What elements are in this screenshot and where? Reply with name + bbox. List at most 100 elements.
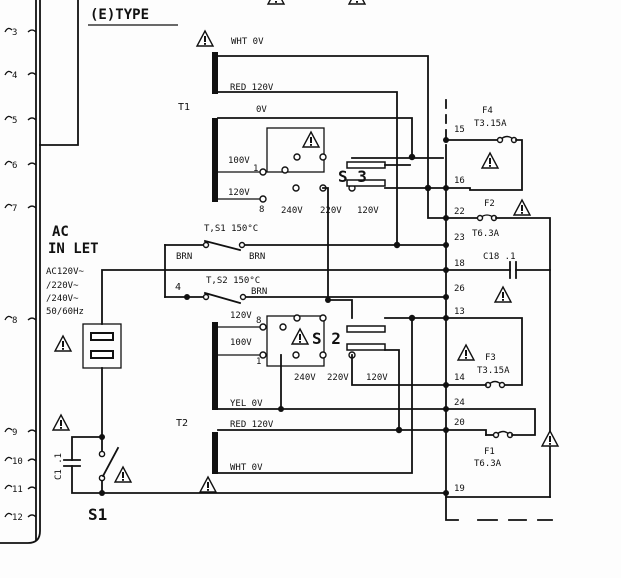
svg-text:T3.15A: T3.15A	[477, 366, 510, 376]
svg-text:/220V~: /220V~	[46, 281, 79, 291]
warning-icon	[199, 476, 217, 493]
warning-icon	[291, 328, 309, 345]
capacitor-c1: C1 .1	[52, 414, 103, 494]
warning-icon	[52, 414, 70, 431]
warning-icon	[457, 344, 475, 361]
svg-text:0V: 0V	[256, 105, 267, 115]
svg-text:50/60Hz: 50/60Hz	[46, 307, 84, 317]
svg-text:/240V~: /240V~	[46, 294, 79, 304]
connector-pin: 4	[4, 70, 37, 81]
svg-text:15: 15	[454, 125, 465, 135]
svg-text:120V: 120V	[230, 311, 252, 321]
connector-pin: 7	[4, 203, 37, 214]
svg-text:WHT 0V: WHT 0V	[230, 463, 263, 473]
warning-icon	[541, 430, 559, 447]
connector-pin: 5	[4, 115, 37, 126]
t2-white-wire	[217, 317, 413, 474]
connector-pin: 11	[4, 484, 37, 495]
connector-pin: 9	[4, 427, 37, 438]
svg-text:19: 19	[454, 484, 465, 494]
selector-s2: S 2 240V 220V 120V	[266, 314, 388, 383]
warning-icon	[513, 199, 531, 216]
svg-text:120V: 120V	[357, 206, 379, 216]
svg-text:220V: 220V	[320, 206, 342, 216]
svg-text:BRN: BRN	[249, 252, 265, 262]
fuse-f2: F2 T6.3A	[427, 187, 551, 498]
s2-link-c	[384, 349, 400, 431]
inlet-line-top	[101, 269, 447, 325]
svg-text:1: 1	[253, 164, 258, 174]
svg-text:F4: F4	[482, 106, 493, 116]
capacitor-c18: C18 .1	[445, 252, 551, 303]
connector-pin: 6	[4, 160, 37, 171]
s3-frame	[266, 127, 325, 173]
svg-text:F2: F2	[484, 199, 495, 209]
t2-core-upper	[212, 322, 218, 410]
svg-text:220V: 220V	[327, 373, 349, 383]
warning-icon	[54, 335, 72, 352]
fuse-f4: F4 T3.15A	[445, 106, 523, 191]
svg-text:8: 8	[259, 205, 264, 215]
svg-text:C18 .1: C18 .1	[483, 252, 516, 262]
svg-text:BRN: BRN	[176, 252, 192, 262]
t2-core-lower	[212, 432, 218, 474]
warning-icon	[302, 131, 320, 148]
fuse-f3: F3 T3.15A	[445, 317, 523, 389]
svg-text:10: 10	[12, 457, 23, 467]
svg-text:13: 13	[454, 307, 465, 317]
svg-text:5: 5	[12, 116, 17, 126]
transformer-t1: WHT 0V RED 120V T1 0V 100V 1 120V 8	[178, 30, 274, 215]
svg-text:240V: 240V	[294, 373, 316, 383]
svg-text:AC120V~: AC120V~	[46, 267, 85, 277]
s3-link-c	[322, 187, 329, 301]
svg-text:T6.3A: T6.3A	[472, 229, 500, 239]
wire-pin6	[39, 0, 79, 146]
svg-text:BRN: BRN	[251, 287, 267, 297]
warning-icon	[196, 30, 214, 47]
svg-text:T2: T2	[176, 418, 188, 429]
svg-text:S1: S1	[88, 505, 107, 524]
thermal-switch-ts1: T,S1 150°C BRN BRN	[164, 224, 447, 262]
svg-text:240V: 240V	[281, 206, 303, 216]
svg-text:S 3: S 3	[338, 167, 367, 186]
power-switch-s1: S1	[88, 434, 132, 524]
svg-text:100V: 100V	[228, 156, 250, 166]
svg-text:IN LET: IN LET	[48, 241, 99, 257]
svg-text:T1: T1	[178, 102, 190, 113]
svg-text:4: 4	[175, 282, 181, 293]
terminal-strip	[445, 99, 459, 521]
transformer-t2: 120V 8 100V 1 YEL 0V T2 RED 120V WHT 0V	[176, 311, 274, 493]
svg-text:22: 22	[454, 207, 465, 217]
svg-text:24: 24	[454, 398, 465, 408]
svg-text:100V: 100V	[230, 338, 252, 348]
svg-text:14: 14	[454, 373, 465, 383]
svg-text:T,S1 150°C: T,S1 150°C	[204, 224, 258, 234]
t1-white-wire	[217, 55, 429, 189]
svg-text:7: 7	[12, 204, 17, 214]
svg-text:YEL 0V: YEL 0V	[230, 399, 263, 409]
warning-icon	[481, 152, 499, 169]
svg-text:120V: 120V	[366, 373, 388, 383]
svg-text:T6.3A: T6.3A	[474, 459, 502, 469]
thermal-switch-ts2: T,S2 150°C BRN 4	[164, 244, 447, 305]
svg-text:1: 1	[256, 357, 261, 367]
connector-pin: 8	[4, 315, 37, 326]
t1-core-lower	[212, 118, 218, 202]
t1-core-upper	[212, 52, 218, 94]
inlet-body	[82, 323, 122, 369]
svg-text:120V: 120V	[228, 188, 250, 198]
left-connector: 3 4 5 6 7 8 9 10 11 12	[4, 27, 37, 523]
svg-text:8: 8	[256, 316, 261, 326]
connector-pin: 10	[4, 456, 37, 467]
t1-red-wire	[217, 91, 398, 246]
type-label: (E)TYPE	[90, 7, 149, 23]
svg-text:T3.15A: T3.15A	[474, 119, 507, 129]
svg-text:9: 9	[12, 428, 17, 438]
svg-text:RED 120V: RED 120V	[230, 420, 274, 430]
svg-text:F3: F3	[485, 353, 496, 363]
s2-link-d	[351, 354, 447, 386]
svg-text:18: 18	[454, 259, 465, 269]
selector-s3: S 3 240V 220V 120V	[266, 127, 386, 216]
